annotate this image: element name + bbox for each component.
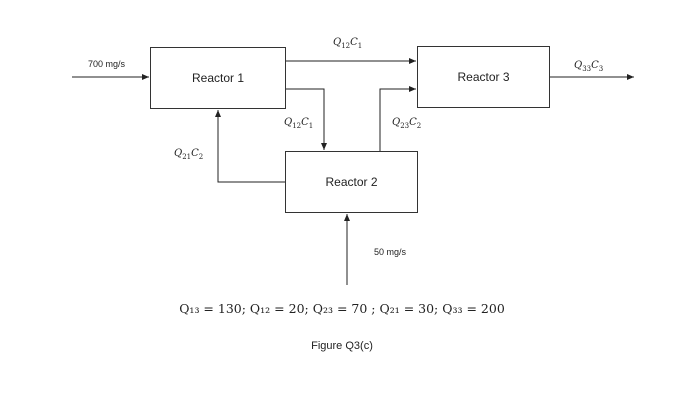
flow-label-q33c3: Q33C3	[574, 60, 604, 73]
reactor-2-label: Reactor 2	[325, 175, 378, 189]
flow-label-q12c1-side: Q12C1	[284, 117, 314, 130]
reactor-2-box: Reactor 2	[285, 151, 418, 213]
arrow-r2-to-r3	[379, 86, 416, 151]
reactor-3-box: Reactor 3	[417, 46, 550, 108]
flow-label-q23c2: Q23C2	[392, 117, 422, 130]
feed2-label: 50 mg/s	[374, 247, 407, 257]
arrow-r2-to-r1	[215, 110, 285, 183]
flow-rates-equation: Q₁₃ = 130; Q₁₂ = 20; Q₂₃ = 70 ; Q₂₁ = 30…	[179, 301, 505, 316]
figure-caption: Figure Q3(c)	[311, 340, 373, 352]
reactor-1-box: Reactor 1	[150, 47, 286, 109]
flow-label-q21c2: Q21C2	[174, 148, 204, 161]
arrow-r1-to-r2	[286, 88, 327, 150]
reactor-1-label: Reactor 1	[191, 71, 245, 85]
reactor-3-label: Reactor 3	[457, 70, 510, 84]
feed1-label: 700 mg/s	[88, 59, 126, 69]
flow-label-q12c1-top: Q12C1	[333, 37, 363, 50]
